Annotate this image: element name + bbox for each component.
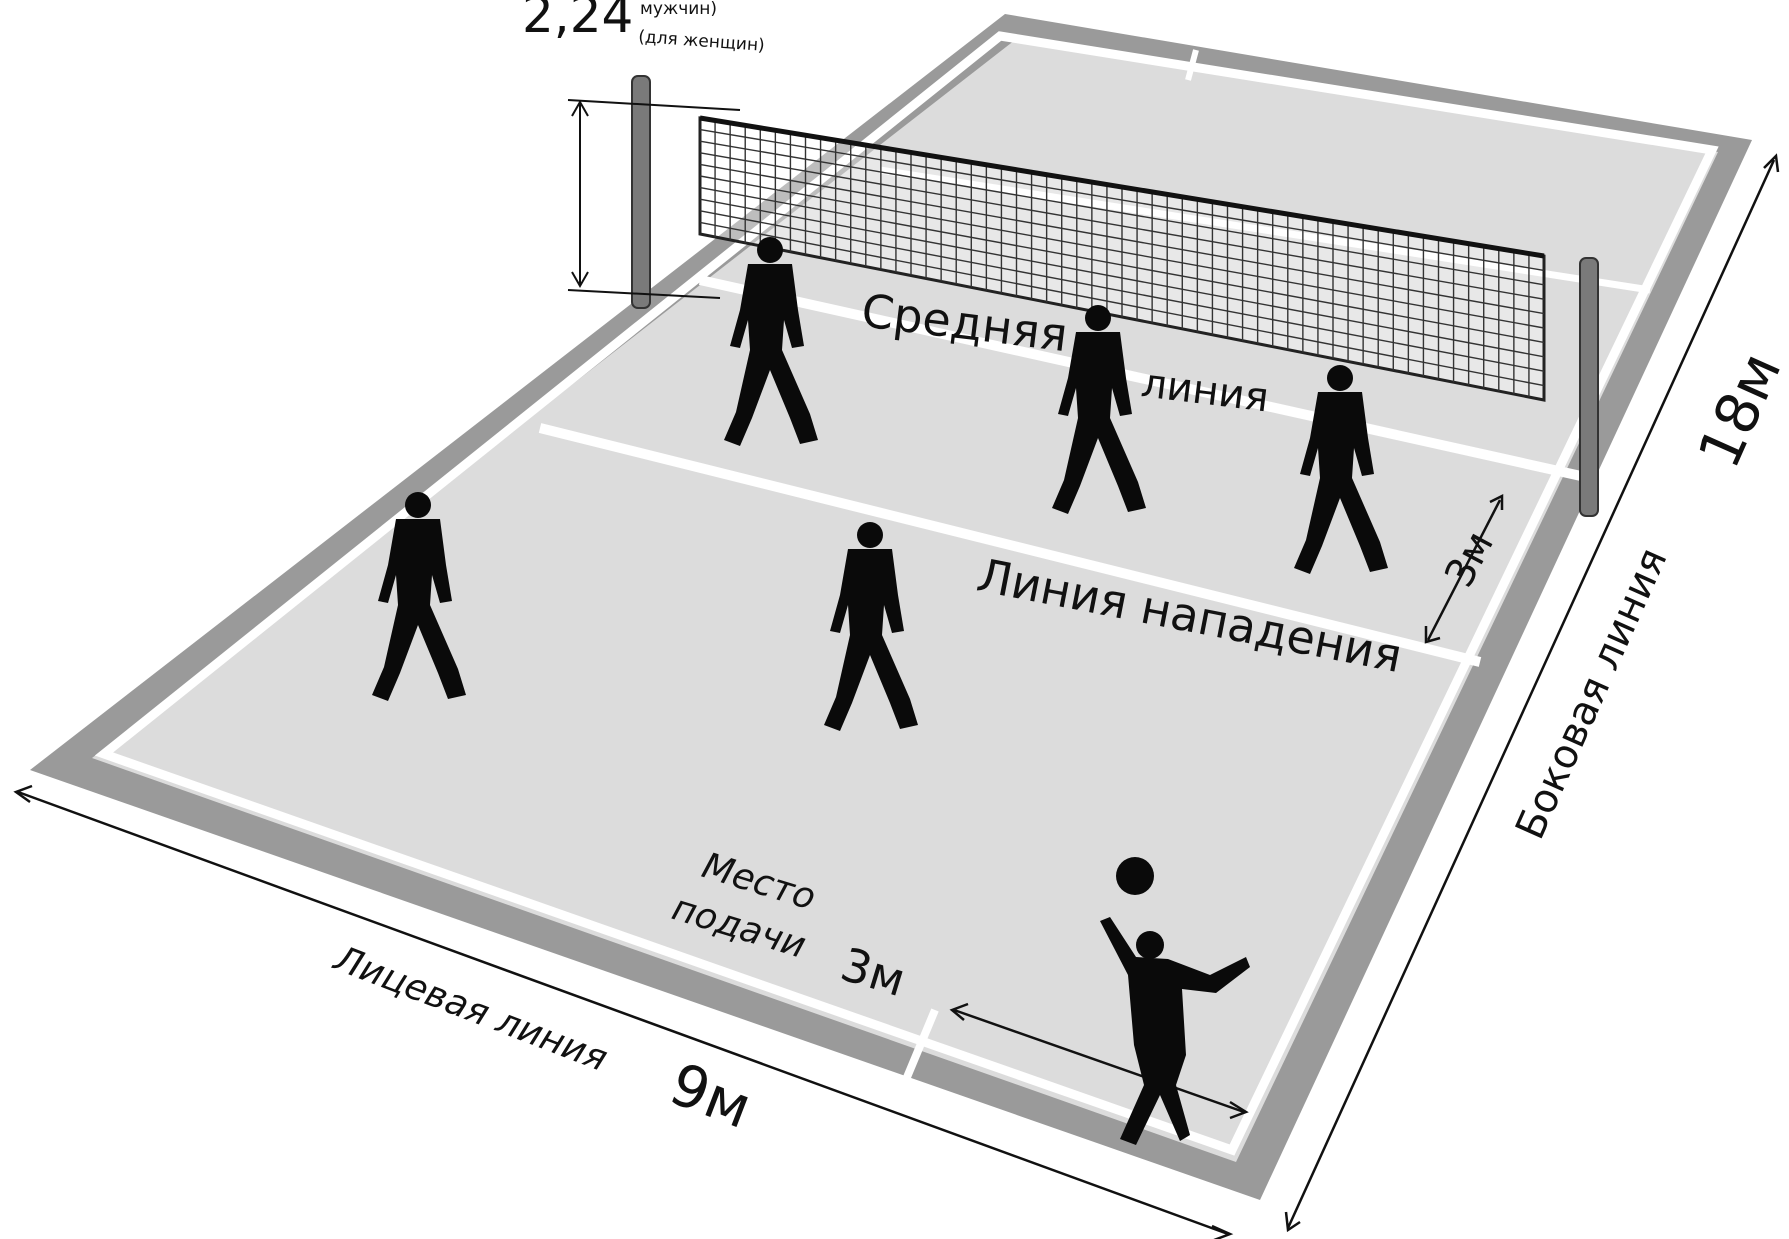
player-silhouette <box>372 492 466 701</box>
end-line-length-label: 9м <box>661 1050 761 1142</box>
net-mesh-line <box>699 221 1545 387</box>
center-line <box>698 275 1592 483</box>
net-height-men-label: мужчин) <box>640 0 717 19</box>
net-mesh-line <box>699 186 1545 344</box>
net-mesh-line <box>699 198 1545 358</box>
court-boundary-lines <box>94 31 1719 1156</box>
volleyball-icon <box>1116 857 1154 895</box>
service-zone-mark <box>901 1008 939 1084</box>
net-post-left <box>631 75 651 309</box>
net-mesh-line <box>699 152 1545 300</box>
court-surface <box>92 40 1718 1162</box>
side-line-length-label: 18м <box>1685 343 1789 478</box>
net-height-women-note: (для женщин) <box>638 27 766 56</box>
attack-zone-depth-arrow <box>1424 493 1504 644</box>
player-silhouette <box>1294 365 1388 574</box>
attack-line <box>538 423 1482 667</box>
server-player-silhouette <box>1100 917 1250 1145</box>
end-line-dimension <box>13 784 1234 1239</box>
player-silhouette <box>724 237 818 446</box>
net-mesh-line <box>699 210 1545 372</box>
net-top-band <box>699 115 1545 259</box>
net-post-right <box>1579 257 1599 517</box>
net-mesh-line <box>699 128 1545 272</box>
net-mesh-line <box>699 175 1545 329</box>
players-group <box>372 237 1388 1145</box>
player-silhouette <box>1052 305 1146 514</box>
end-line-label: Лицевая линия <box>327 937 613 1079</box>
net-height-dimension <box>567 99 741 299</box>
center-mark-far <box>1185 49 1199 81</box>
net-height-women-value: 2,24 <box>522 0 633 44</box>
side-line-dimension <box>1284 153 1780 1233</box>
volleyball-net <box>698 115 1546 402</box>
player-silhouette <box>824 522 918 731</box>
net-mesh-line <box>699 140 1545 286</box>
service-zone-width-arrow <box>949 1002 1249 1120</box>
attack-line-far <box>879 166 1651 294</box>
net-mesh-line <box>699 163 1545 315</box>
